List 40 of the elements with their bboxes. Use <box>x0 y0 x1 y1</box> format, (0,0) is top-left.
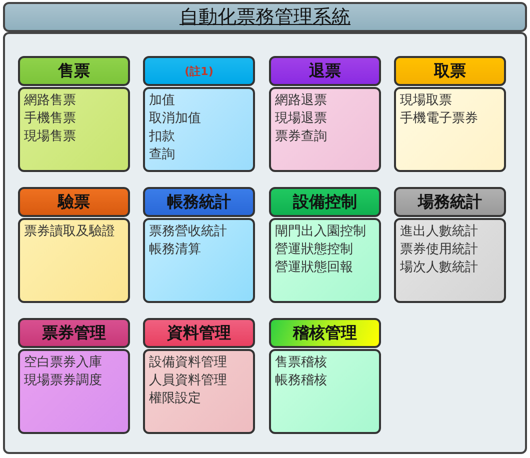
card-header: 帳務統計 <box>143 187 255 217</box>
title-band: 自動化票務管理系統 <box>3 2 527 32</box>
list-item: 取消加值 <box>149 110 202 128</box>
list-item: 票券查詢 <box>275 128 328 146</box>
card-header: 設備控制 <box>269 187 381 217</box>
list-item: 場次人數統計 <box>400 259 479 277</box>
card-header: 取票 <box>394 56 506 86</box>
list-item: 權限設定 <box>149 390 202 408</box>
list-item: 現場票券調度 <box>24 372 103 390</box>
card-header: 退票 <box>269 56 381 86</box>
list-item: 營運狀態控制 <box>275 241 354 259</box>
list-item: 帳務清算 <box>149 241 202 259</box>
list-item: 人員資料管理 <box>149 372 228 390</box>
card-header: 票券管理 <box>18 318 130 348</box>
card-header: 驗票 <box>18 187 130 217</box>
list-item: 加值 <box>149 92 176 110</box>
list-item: 閘門出入園控制 <box>275 223 367 241</box>
list-item: 網路退票 <box>275 92 328 110</box>
card-header: 資料管理 <box>143 318 255 348</box>
list-item: 手機售票 <box>24 110 77 128</box>
card-header: (註1) <box>143 56 255 86</box>
list-item: 營運狀態回報 <box>275 259 354 277</box>
list-item: 設備資料管理 <box>149 354 228 372</box>
list-item: 票券使用統計 <box>400 241 479 259</box>
list-item: 售票稽核 <box>275 354 328 372</box>
list-item: 現場退票 <box>275 110 328 128</box>
list-item: 扣款 <box>149 128 176 146</box>
list-item: 票務營收統計 <box>149 223 228 241</box>
list-item: 帳務稽核 <box>275 372 328 390</box>
list-item: 網路售票 <box>24 92 77 110</box>
card-header: 稽核管理 <box>269 318 381 348</box>
card-header: 場務統計 <box>394 187 506 217</box>
list-item: 現場取票 <box>400 92 453 110</box>
list-item: 進出人數統計 <box>400 223 479 241</box>
list-item: 空白票券入庫 <box>24 354 103 372</box>
list-item: 查詢 <box>149 146 176 164</box>
list-item: 票券讀取及驗證 <box>24 223 116 241</box>
list-item: 現場售票 <box>24 128 77 146</box>
card-header: 售票 <box>18 56 130 86</box>
list-item: 手機電子票券 <box>400 110 479 128</box>
